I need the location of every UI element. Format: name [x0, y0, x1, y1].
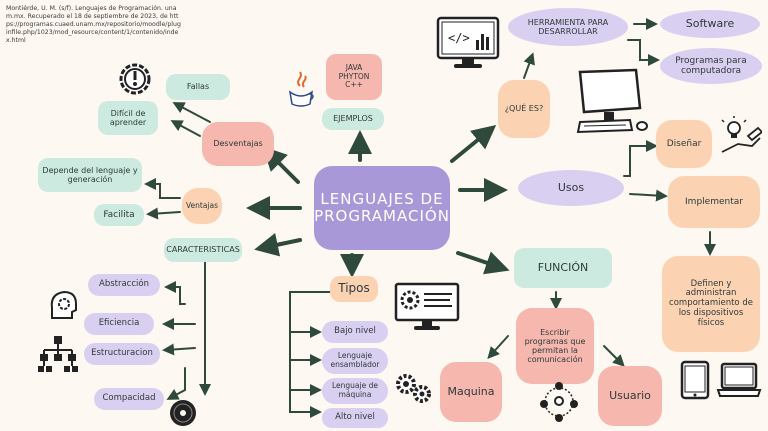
car-item-compacidad[interactable]: Compacidad [94, 388, 164, 410]
implementar-node[interactable]: Implementar [668, 176, 760, 228]
disenar-node[interactable]: Diseñar [656, 120, 712, 168]
arrow-herr-programas [627, 39, 660, 66]
java-icon [288, 71, 314, 107]
monitor-settings-icon [394, 282, 460, 330]
arrow-tipos-bracket [289, 291, 331, 418]
arrow-ventajas-facilita [146, 207, 181, 220]
arrow-center-caracteristicas [254, 232, 302, 257]
herramienta-node[interactable]: HERRAMIENTA PARA DESARROLLAR [508, 8, 628, 46]
laptop-icon [716, 362, 762, 397]
programas-node[interactable]: Programas para computadora [660, 48, 762, 84]
fallas-node[interactable]: Fallas [166, 74, 230, 100]
que-es-node[interactable]: ¿QUÉ ES? [498, 80, 550, 138]
lightbulb-pencil-icon [721, 116, 762, 153]
software-node[interactable]: Software [660, 10, 760, 38]
usos-node[interactable]: Usos [518, 170, 624, 206]
computer-icon [576, 68, 648, 134]
funcion-node[interactable]: FUNCIÓN [514, 248, 612, 288]
dificil-node[interactable]: Difícil de aprender [98, 101, 158, 135]
escribir-node[interactable]: Escribir programas que permitan la comun… [516, 308, 594, 384]
arrow-center-quees [450, 124, 497, 163]
car-item-abstraccion[interactable]: Abstracción [88, 274, 160, 296]
warning-gear-icon [119, 63, 151, 95]
maquina-node[interactable]: Maquina [440, 362, 502, 422]
tipos-item-maquina[interactable]: Lenguaje de máquina [322, 378, 388, 404]
desventajas-node[interactable]: Desventajas [202, 122, 274, 166]
gear-head-icon [50, 290, 77, 319]
arrow-car-est [162, 343, 196, 356]
gears-icon [396, 374, 431, 403]
code-monitor-icon: </> [436, 16, 500, 68]
arrow-car-comp [166, 367, 186, 400]
definen-node[interactable]: Definen y administran comportamiento de … [662, 256, 760, 352]
people-network-icon [540, 382, 578, 422]
usuario-node[interactable]: Usuario [598, 366, 662, 426]
arrow-center-desventajas [262, 146, 300, 184]
arrow-desv-fallas [172, 102, 211, 123]
tipos-item-ensamblador[interactable]: Lenguaje ensamblador [322, 348, 388, 374]
examples-list-node[interactable]: JAVA PHYTON C++ [326, 54, 382, 100]
reference-citation: Montiérde, U. M. (s/f). Lenguajes de Pro… [6, 5, 181, 44]
tipos-item-alto[interactable]: Alto nivel [322, 408, 388, 428]
center-node[interactable]: LENGUAJES DE PROGRAMACIÓN [314, 166, 450, 250]
cd-disc-icon [170, 400, 196, 426]
depende-node[interactable]: Depende del lenguaje y generación [38, 158, 142, 192]
arrow-desv-dificil [170, 120, 201, 137]
ventajas-node[interactable]: Ventajas [182, 188, 222, 224]
arrow-usos-disenar [623, 140, 658, 177]
ejemplos-node[interactable]: EJEMPLOS [322, 108, 384, 130]
car-item-eficiencia[interactable]: Eficiencia [84, 313, 154, 335]
tablet-icon [680, 360, 710, 400]
caracteristicas-node[interactable]: CARACTERISTICAS [164, 238, 242, 262]
arrow-escribir-usuario [603, 345, 625, 367]
tipos-item-bajo[interactable]: Bajo nivel [322, 321, 388, 343]
arrow-escribir-maquina [487, 335, 509, 359]
car-item-estructuracion[interactable]: Estructuracion [84, 343, 160, 365]
arrow-car-abs [164, 281, 186, 305]
svg-text:</>: </> [448, 31, 470, 45]
arrow-center-funcion [456, 251, 510, 275]
center-title: LENGUAJES DE PROGRAMACIÓN [314, 189, 450, 225]
arrow-quees-herr [523, 52, 535, 79]
hierarchy-icon [38, 336, 78, 372]
arrow-usos-implementar [629, 189, 668, 202]
facilita-node[interactable]: Facilita [94, 204, 144, 226]
arrow-ventajas-depende [144, 178, 181, 199]
tipos-node[interactable]: Tipos [330, 276, 378, 302]
